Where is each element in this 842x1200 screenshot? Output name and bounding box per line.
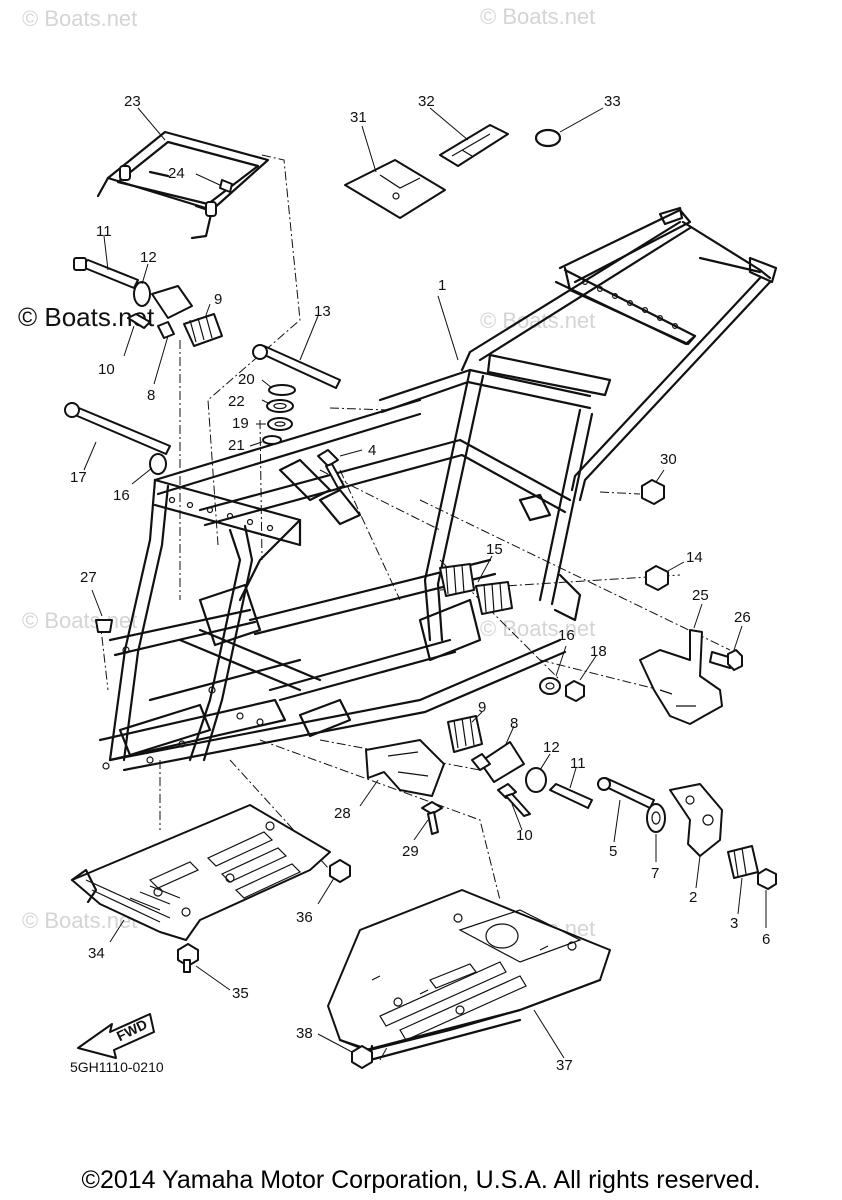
front-skid-plate-part (70, 804, 331, 991)
callout-15: 15 (486, 541, 503, 558)
main-frame-part (98, 206, 778, 772)
callout-17: 17 (70, 469, 87, 486)
callout-36: 36 (296, 909, 313, 926)
callout-34: 34 (88, 945, 105, 962)
center-skid-plate-part (317, 889, 611, 1069)
forward-arrow-icon: FWD (77, 1013, 155, 1059)
accessories (344, 107, 604, 219)
upper-fasteners (64, 235, 363, 489)
copyright-notice: ©2014 Yamaha Motor Corporation, U.S.A. A… (81, 1166, 761, 1194)
callout-11: 11 (96, 223, 112, 240)
callout-10: 10 (98, 361, 115, 378)
callout-22: 22 (228, 393, 245, 410)
callout-5: 5 (609, 843, 617, 860)
watermark: © Boats.net (480, 4, 595, 29)
callout-6: 6 (762, 931, 770, 948)
callout-16: 16 (558, 627, 575, 644)
callout-8: 8 (510, 715, 518, 732)
callout-8: 8 (147, 387, 155, 404)
callout-12: 12 (140, 249, 157, 266)
callout-26: 26 (734, 609, 751, 626)
callout-4: 4 (368, 442, 376, 459)
callout-33: 33 (604, 93, 621, 110)
watermark: © Boats.net (480, 308, 595, 333)
callout-10: 10 (516, 827, 533, 844)
callout-30: 30 (660, 451, 677, 468)
watermark: © Boats.net (480, 616, 595, 641)
callout-16: 16 (113, 487, 130, 504)
assembly-lines (99, 154, 731, 1061)
callout-3: 3 (730, 915, 738, 932)
callout-35: 35 (232, 985, 249, 1002)
watermarks: © Boats.net © Boats.net © Boats.net © Bo… (18, 4, 595, 941)
callout-18: 18 (590, 643, 607, 660)
callout-19: 19 (232, 415, 249, 432)
callout-13: 13 (314, 303, 331, 320)
diagram-code: 5GH1110-0210 (70, 1059, 164, 1075)
callout-24: 24 (168, 165, 185, 182)
callout-28: 28 (334, 805, 351, 822)
callout-1: 1 (438, 277, 446, 294)
callout-9: 9 (478, 699, 486, 716)
watermark: © Boats.net (22, 6, 137, 31)
watermark: © Boats.net (22, 608, 137, 633)
callout-27: 27 (80, 569, 97, 586)
callout-29: 29 (402, 843, 419, 860)
callout-37: 37 (556, 1057, 573, 1074)
callout-23: 23 (124, 93, 141, 110)
callout-9: 9 (214, 291, 222, 308)
callout-25: 25 (692, 587, 709, 604)
right-fasteners (439, 469, 743, 725)
callout-labels: 1 2 3 4 5 6 7 8 8 9 9 10 10 11 11 12 12 … (70, 93, 770, 1074)
lower-right-parts (447, 711, 777, 928)
callout-38: 38 (296, 1025, 313, 1042)
callout-20: 20 (238, 371, 255, 388)
callout-2: 2 (689, 889, 697, 906)
callout-31: 31 (350, 109, 367, 126)
misc-parts (91, 589, 445, 905)
callout-7: 7 (651, 865, 659, 882)
callout-21: 21 (228, 437, 245, 454)
callout-14: 14 (686, 549, 703, 566)
callout-12: 12 (543, 739, 560, 756)
rear-rack-part (96, 107, 270, 240)
callout-11: 11 (570, 755, 586, 772)
callout-32: 32 (418, 93, 435, 110)
